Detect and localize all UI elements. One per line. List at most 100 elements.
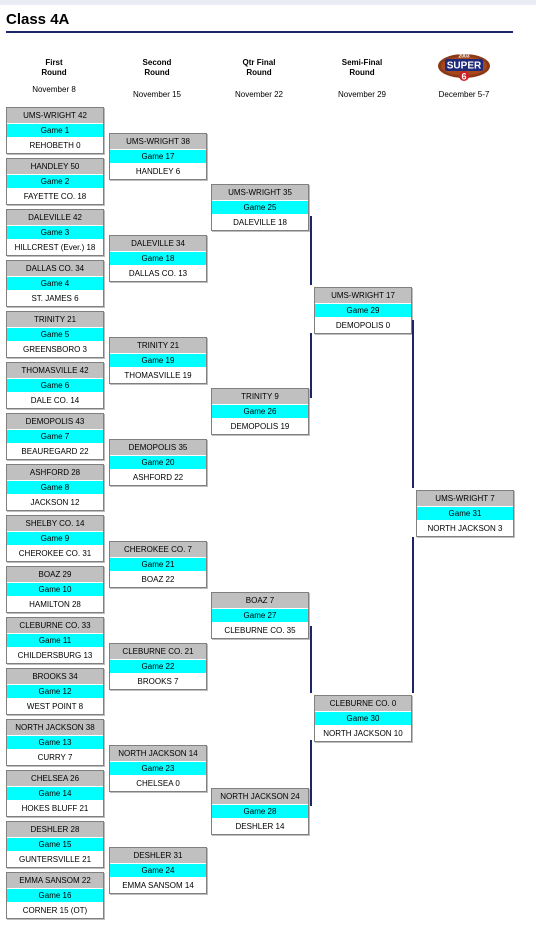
team-bottom: DALEVILLE 18	[212, 215, 308, 230]
game-label: Game 28	[212, 804, 308, 819]
game-label: Game 17	[110, 149, 206, 164]
team-top: DEMOPOLIS 43	[7, 414, 103, 429]
team-top: THOMASVILLE 42	[7, 363, 103, 378]
team-top: SHELBY CO. 14	[7, 516, 103, 531]
round-date-qtr: November 22	[234, 90, 284, 99]
logo-title: SUPER	[447, 61, 482, 72]
team-bottom: ASHFORD 22	[110, 470, 206, 485]
team-bottom: THOMASVILLE 19	[110, 368, 206, 383]
team-bottom: DALE CO. 14	[7, 393, 103, 408]
round-header-line2: Round	[246, 68, 272, 77]
team-bottom: BEAUREGARD 22	[7, 444, 103, 459]
game-label: Game 2	[7, 174, 103, 189]
team-bottom: GREENSBORO 3	[7, 342, 103, 357]
game-label: Game 27	[212, 608, 308, 623]
round-date-final: December 5-7	[438, 90, 490, 99]
game-label: Game 24	[110, 863, 206, 878]
round-header-semi: Semi-Final Round	[314, 58, 410, 78]
bracket-connector	[310, 216, 312, 285]
game-label: Game 30	[315, 711, 411, 726]
round-header-line2: Round	[349, 68, 375, 77]
team-top: BROOKS 34	[7, 669, 103, 684]
team-bottom: HILLCREST (Ever.) 18	[7, 240, 103, 255]
game-label: Game 26	[212, 404, 308, 419]
team-top: CHELSEA 26	[7, 771, 103, 786]
team-top: EMMA SANSOM 22	[7, 873, 103, 888]
team-bottom: HAMILTON 28	[7, 597, 103, 612]
super-six-logo: 2003 SUPER 6	[438, 54, 490, 82]
team-bottom: ST. JAMES 6	[7, 291, 103, 306]
team-top: NORTH JACKSON 24	[212, 789, 308, 804]
team-top: UMS-WRIGHT 17	[315, 288, 411, 303]
team-top: CLEBURNE CO. 33	[7, 618, 103, 633]
round-header-line2: Round	[144, 68, 170, 77]
team-bottom: CHILDERSBURG 13	[7, 648, 103, 663]
team-top: DEMOPOLIS 35	[110, 440, 206, 455]
bracket-connector	[310, 740, 312, 806]
round-date-second: November 15	[132, 90, 182, 99]
round-header-line1: Semi-Final	[341, 58, 383, 67]
logo-year: 2003	[458, 54, 469, 60]
team-top: DALEVILLE 34	[110, 236, 206, 251]
team-bottom: NORTH JACKSON 3	[417, 521, 513, 536]
team-bottom: DEMOPOLIS 0	[315, 318, 411, 333]
team-bottom: BROOKS 7	[110, 674, 206, 689]
team-top: CLEBURNE CO. 0	[315, 696, 411, 711]
round-header-qtr: Qtr Final Round	[211, 58, 307, 78]
game-label: Game 23	[110, 761, 206, 776]
page-title: Class 4A	[6, 11, 70, 28]
game-label: Game 19	[110, 353, 206, 368]
team-top: TRINITY 21	[110, 338, 206, 353]
team-top: UMS-WRIGHT 38	[110, 134, 206, 149]
game-label: Game 1	[7, 123, 103, 138]
round-header-line1: Second	[142, 58, 172, 67]
team-bottom: JACKSON 12	[7, 495, 103, 510]
team-top: HANDLEY 50	[7, 159, 103, 174]
team-bottom: HOKES BLUFF 21	[7, 801, 103, 816]
team-bottom: GUNTERSVILLE 21	[7, 852, 103, 867]
team-bottom: DEMOPOLIS 19	[212, 419, 308, 434]
round-date-first: November 8	[32, 85, 76, 94]
team-top: DALEVILLE 42	[7, 210, 103, 225]
team-top: DESHLER 28	[7, 822, 103, 837]
team-top: UMS-WRIGHT 7	[417, 491, 513, 506]
team-top: CLEBURNE CO. 21	[110, 644, 206, 659]
title-rule	[6, 31, 513, 33]
team-bottom: DESHLER 14	[212, 819, 308, 834]
bracket-connector	[310, 333, 312, 398]
game-label: Game 25	[212, 200, 308, 215]
game-label: Game 12	[7, 684, 103, 699]
game-label: Game 9	[7, 531, 103, 546]
round-header-second: Second Round	[109, 58, 205, 78]
bracket-connector	[412, 537, 414, 693]
team-bottom: CHEROKEE CO. 31	[7, 546, 103, 561]
game-label: Game 5	[7, 327, 103, 342]
team-top: UMS-WRIGHT 42	[7, 108, 103, 123]
bracket-connector	[310, 626, 312, 693]
game-label: Game 3	[7, 225, 103, 240]
team-bottom: WEST POINT 8	[7, 699, 103, 714]
team-top: BOAZ 29	[7, 567, 103, 582]
team-top: DALLAS CO. 34	[7, 261, 103, 276]
team-bottom: CHELSEA 0	[110, 776, 206, 791]
game-label: Game 29	[315, 303, 411, 318]
team-bottom: CURRY 7	[7, 750, 103, 765]
bracket-connector	[412, 320, 414, 488]
